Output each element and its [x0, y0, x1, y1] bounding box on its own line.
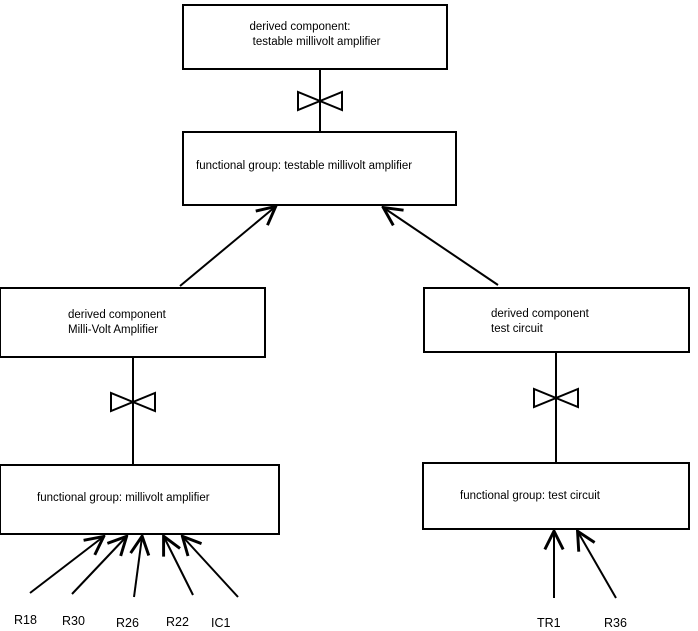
node-derived-component-testable-millivolt-amplifier[interactable]: derived component: testable millivolt am… [182, 4, 448, 70]
leaf-label-r18: R18 [14, 613, 37, 627]
node-functional-group-test-circuit[interactable]: functional group: test circuit [422, 462, 690, 530]
leaf-label-r26: R26 [116, 616, 139, 630]
node-label-line1: derived component [68, 309, 166, 321]
node-functional-group-millivolt-amplifier[interactable]: functional group: millivolt amplifier [0, 464, 280, 535]
node-derived-component-test-circuit[interactable]: derived component test circuit [423, 287, 690, 353]
leaf-label-r30: R30 [62, 614, 85, 628]
node-functional-group-testable-millivolt-amplifier[interactable]: functional group: testable millivolt amp… [182, 131, 457, 206]
node-label-block: derived component test circuit [491, 307, 589, 337]
edge-ic1-to-left-group [183, 537, 239, 598]
bowtie-left-icon [110, 391, 156, 413]
edge-r22-to-left-group [164, 537, 194, 596]
edge-r36-to-right-group [578, 532, 617, 599]
node-label-block: derived component: testable millivolt am… [249, 20, 380, 50]
bowtie-top-icon [297, 90, 343, 112]
edge-right-derived-to-top-group [384, 208, 499, 286]
node-label-block: functional group: testable millivolt amp… [196, 159, 412, 174]
leaf-label-r22: R22 [166, 615, 189, 629]
node-label-block: functional group: test circuit [460, 489, 600, 504]
node-label-block: derived component Milli-Volt Amplifier [68, 308, 166, 338]
leaf-label-r36: R36 [604, 616, 627, 630]
edge-r26-to-left-group [134, 537, 142, 598]
edge-left-derived-to-top-group [179, 207, 275, 287]
node-label-block: functional group: millivolt amplifier [37, 491, 210, 506]
node-label-line1: derived component [491, 308, 589, 320]
node-label-line2: test circuit [491, 323, 543, 335]
node-label-line2: testable millivolt amplifier [249, 36, 381, 48]
node-label-line1: derived component: [249, 21, 351, 33]
node-derived-component-milli-volt-amplifier[interactable]: derived component Milli-Volt Amplifier [0, 287, 266, 358]
leaf-label-ic1: IC1 [211, 616, 231, 630]
edge-r18-to-left-group [29, 537, 103, 594]
edge-r30-to-left-group [71, 537, 126, 595]
leaf-label-tr1: TR1 [537, 616, 561, 630]
node-label-line1: functional group: test circuit [460, 490, 600, 502]
node-label-line1: functional group: millivolt amplifier [37, 492, 210, 504]
bowtie-right-icon [533, 387, 579, 409]
node-label-line2: Milli-Volt Amplifier [68, 324, 159, 336]
node-label-line1: functional group: testable millivolt amp… [196, 160, 413, 172]
